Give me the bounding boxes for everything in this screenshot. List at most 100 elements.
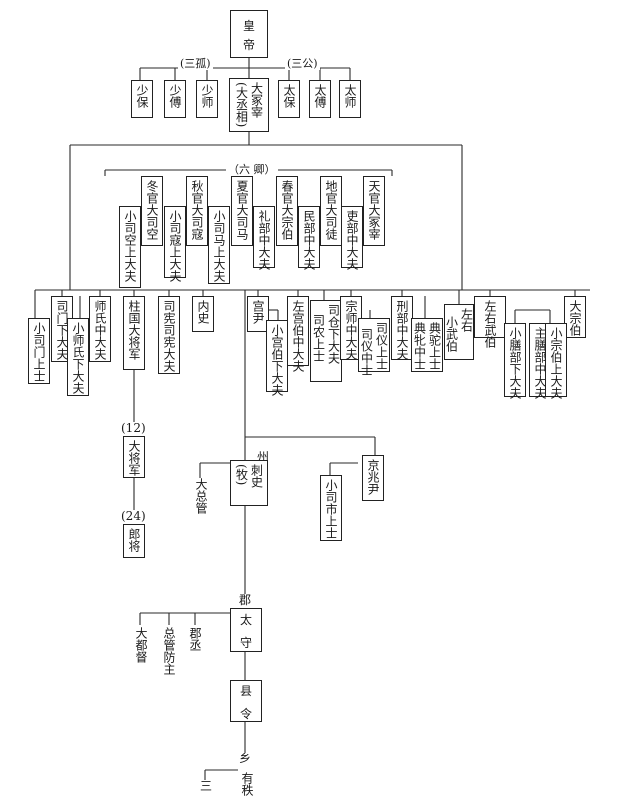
- juncheng-text: 郡丞: [186, 627, 204, 657]
- dazongguan-text: 大总管: [192, 478, 210, 518]
- langjiang-box: 郎将: [123, 524, 145, 558]
- taishi-text: 太师: [343, 84, 357, 108]
- sangu-label: (三孤): [178, 57, 213, 70]
- xiaosikong-box: 小司空上大夫: [119, 206, 141, 288]
- xiaosima-box: 小司马上大夫: [208, 206, 230, 284]
- dongguan-text: 冬官大司空: [145, 180, 159, 240]
- chunguan-text: 春官大宗伯: [280, 180, 294, 240]
- libu-text: 礼部中大夫: [257, 210, 271, 270]
- sinong-text: 司农上士: [311, 314, 326, 362]
- sixian-text: 司宪司宪大夫: [162, 300, 176, 372]
- taishi-box: 太师: [339, 80, 361, 118]
- dadudu-label: 大都督: [134, 627, 148, 663]
- gongyin-box: 宫尹: [247, 296, 269, 332]
- taishou-box: 太 守: [230, 608, 262, 652]
- zongshi-text: 宗师中大夫: [344, 300, 358, 360]
- xiaosimen-text: 小司门上士: [32, 322, 46, 382]
- count-12-label: (12): [119, 421, 148, 435]
- qiuguan-text: 秋官大司寇: [190, 180, 204, 240]
- dazhongzai-box: 大冢宰 (大丞相): [229, 78, 269, 132]
- shaofu-text: 少傅: [168, 84, 182, 108]
- taibao-box: 太保: [278, 80, 300, 118]
- jingzhaoyin-box: 京兆尹: [362, 455, 384, 501]
- mu-text: (牧): [234, 464, 249, 486]
- xingbu-text: 刑部中大夫: [395, 300, 409, 360]
- xiaoshishi-box: 小师氏下大夫: [67, 318, 89, 396]
- dazongguan-label: 大总管: [194, 478, 208, 514]
- xiang-label: 乡: [237, 751, 254, 765]
- xiaoshishi2-text: 小司市上士: [324, 479, 338, 539]
- taishou-char-2: 守: [239, 636, 252, 650]
- tianguan-box: 天官大冢宰: [363, 176, 385, 246]
- xiaozongbo-box: 小宗伯上大夫: [545, 323, 567, 399]
- dachengxiang-text: (大丞相): [234, 82, 249, 128]
- shishi-box: 师氏中大夫: [89, 296, 111, 362]
- diantuo-text: 典驼上士: [427, 322, 442, 370]
- tianguan-text: 天官大冢宰: [367, 180, 381, 240]
- neishi-text: 内史: [196, 300, 210, 324]
- shaobao-box: 少保: [131, 80, 153, 118]
- chunguan-box: 春官大宗伯: [276, 176, 298, 246]
- libu2-text: 吏部中大夫: [345, 210, 359, 270]
- xiaosikou-text: 小司寇上大夫: [168, 210, 182, 282]
- san-label: 三: [198, 779, 215, 793]
- xiaoshishi-text: 小师氏下大夫: [71, 322, 85, 394]
- shaobao-text: 少保: [135, 84, 149, 108]
- diguan-box: 地官大司徒: [320, 176, 342, 246]
- libu-box: 礼部中大夫: [253, 206, 275, 270]
- taifu-box: 太傅: [309, 80, 331, 118]
- qiuguan-box: 秋官大司寇: [186, 176, 208, 246]
- xiaogongbo-box: 小宫伯下大夫: [266, 320, 288, 396]
- minbu-box: 民部中大夫: [298, 206, 320, 270]
- taibao-text: 太保: [282, 84, 296, 108]
- dazongbo-text: 大宗伯: [568, 300, 582, 336]
- xiaowubo-box: 左右 小武伯: [444, 304, 474, 360]
- xiaguan-box: 夏官大司马: [231, 176, 253, 246]
- shaofu-box: 少傅: [164, 80, 186, 118]
- dazhongzai-text: 大冢宰: [249, 82, 264, 118]
- zongguanfangzhu-label: 总管防主: [162, 627, 176, 675]
- gongyin-text: 宫尹: [251, 300, 265, 324]
- zuoyou-text: 左右: [459, 308, 474, 332]
- youzhi-label: 有秩: [240, 772, 254, 796]
- dadudu-text: 大都督: [132, 627, 150, 667]
- wubo-box: 左右武伯: [474, 296, 506, 348]
- shaoshi-text: 少师: [200, 84, 214, 108]
- zuogongbo-text: 左宫伯中大夫: [291, 300, 305, 372]
- cishi-box: 刺史 (牧): [230, 460, 268, 506]
- simen-text: 司门下大夫: [55, 300, 69, 360]
- zhuguo-text: 柱国大将军: [127, 300, 141, 360]
- cishi-text: 刺史: [249, 464, 264, 488]
- xiaosima-text: 小司马上大夫: [212, 210, 226, 282]
- liuqing-label: （六 卿）: [226, 163, 278, 176]
- langjiang-text: 郎将: [127, 528, 141, 552]
- siyi-zhongshi-text: 司仪中士: [359, 328, 374, 376]
- xiaoshan-text: 小膳部下大夫: [508, 327, 522, 399]
- dajiangjun-box: 大将军: [123, 436, 145, 478]
- dazongbo-box: 大宗伯: [564, 296, 586, 338]
- xianling-char-1: 县: [239, 684, 252, 698]
- neishi-box: 内史: [192, 296, 214, 332]
- count-24-label: (24): [119, 509, 148, 523]
- xianling-char-2: 令: [239, 707, 252, 721]
- siyi-shangshi-text: 司仪上士: [374, 322, 389, 370]
- jun-label: 郡: [237, 593, 254, 607]
- shishi-text: 师氏中大夫: [93, 300, 107, 360]
- dianpin-text: 典牝中士: [412, 322, 427, 370]
- jingzhaoyin-text: 京兆尹: [366, 459, 380, 495]
- zhushan-text: 主膳部中大夫: [533, 327, 547, 399]
- zhuguo-box: 柱国大将军: [123, 296, 145, 370]
- minbu-text: 民部中大夫: [302, 210, 316, 270]
- xiaosikou-box: 小司寇上大夫: [164, 206, 186, 282]
- sicang-box: 司仓下大夫 司农上士: [310, 300, 342, 382]
- shaoshi-box: 少师: [196, 80, 218, 118]
- sangong-label: (三公): [285, 57, 320, 70]
- siyi-box: 司仪上士 司仪中士: [358, 318, 390, 376]
- dajiangjun-text: 大将军: [127, 440, 141, 476]
- zuogongbo-box: 左宫伯中大夫: [287, 296, 309, 372]
- emperor-char-1: 皇: [242, 19, 255, 33]
- taifu-text: 太傅: [313, 84, 327, 108]
- zongshi-box: 宗师中大夫: [340, 296, 362, 360]
- libu2-box: 吏部中大夫: [341, 206, 363, 270]
- juncheng-label: 郡丞: [188, 627, 202, 651]
